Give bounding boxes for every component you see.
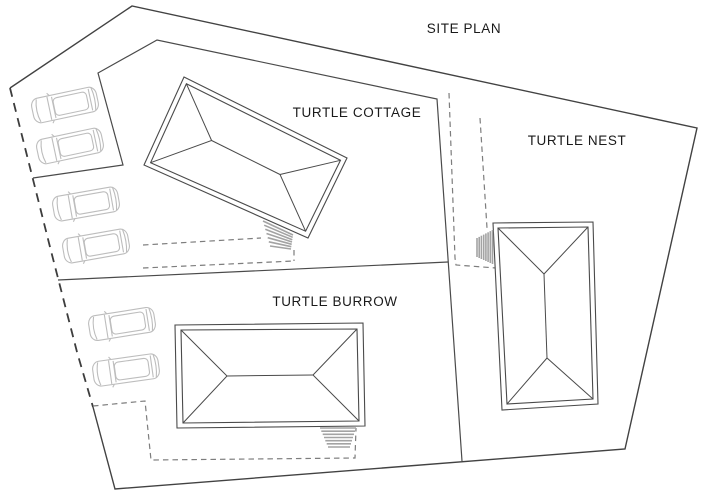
page-title: SITE PLAN bbox=[427, 21, 501, 36]
cottage-parcel-boundary bbox=[32, 39, 463, 462]
nest-footpath bbox=[448, 92, 497, 269]
car-icon bbox=[50, 182, 122, 226]
cottage-steps-icon bbox=[262, 220, 294, 250]
parking-cars bbox=[28, 82, 162, 391]
burrow-steps-icon bbox=[320, 427, 356, 448]
turtle-nest-roof bbox=[497, 226, 594, 405]
site-boundary-west-dashed bbox=[9, 87, 94, 408]
building-label-turtle-cottage: TURTLE COTTAGE bbox=[293, 105, 422, 120]
building-label-turtle-nest: TURTLE NEST bbox=[528, 133, 627, 148]
car-icon bbox=[33, 123, 107, 169]
turtle-nest-building bbox=[492, 221, 599, 411]
car-icon bbox=[28, 82, 102, 128]
turtle-cottage-roof bbox=[150, 83, 341, 232]
car-icon bbox=[90, 349, 162, 391]
cottage-burrow-division-line bbox=[57, 261, 449, 281]
turtle-burrow-roof bbox=[180, 328, 360, 424]
building-label-turtle-burrow: TURTLE BURROW bbox=[272, 294, 397, 309]
turtle-cottage-building bbox=[143, 76, 348, 239]
burrow-footpath bbox=[92, 400, 357, 461]
car-icon bbox=[60, 224, 132, 268]
turtle-burrow-building bbox=[174, 322, 366, 429]
car-icon bbox=[86, 303, 158, 345]
cottage-footpath bbox=[142, 237, 295, 269]
nest-steps-icon bbox=[476, 230, 494, 264]
site-boundary bbox=[9, 5, 698, 490]
